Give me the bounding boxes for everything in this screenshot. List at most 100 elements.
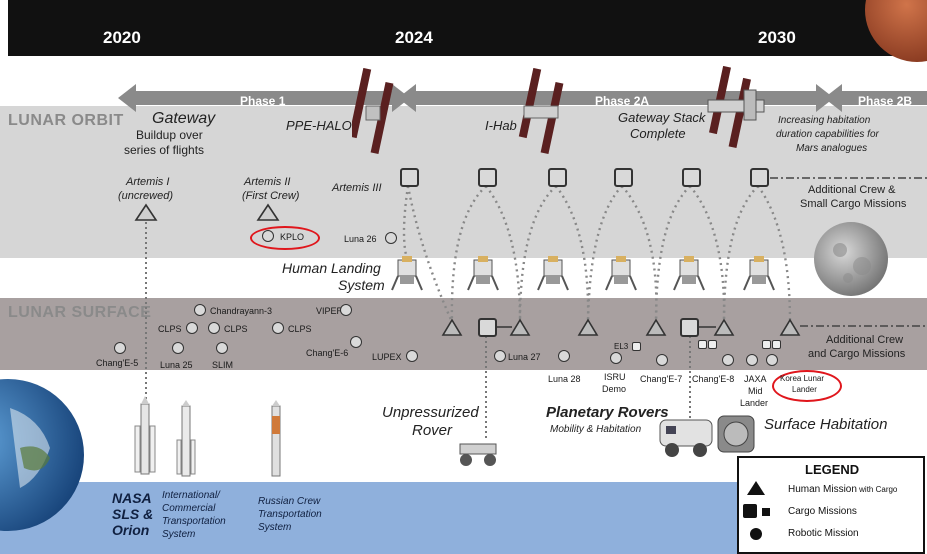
cargo-square-orbit [400,168,419,187]
legend-triangle-icon [747,481,765,495]
planetary-rovers-label: Planetary Rovers [546,404,669,421]
ihab-label: I-Hab [485,118,517,133]
artemis-2-label: Artemis II [244,176,291,188]
change6-label: Chang'E-6 [306,348,349,358]
unpressurized-rover-icon [459,443,497,466]
phase-2b-label: Phase 2B [858,94,913,108]
lupex-marker [406,350,418,362]
gateway-title: Gateway [152,110,216,127]
lunar-surface-label: LUNAR SURFACE [8,304,152,321]
cargo-square-orbit [750,168,769,187]
intl-label3: Transportation [162,516,226,527]
russian-rocket-icon [271,400,281,477]
pressurized-rover-icon [659,419,713,457]
lander-icon [743,256,775,291]
viper-label: VIPER [316,306,344,316]
hls-label2: System [338,277,385,293]
gateway-sub1: Buildup over [136,128,203,142]
jaxa-marker [722,354,734,366]
cargo-square-orbit [548,168,567,187]
nasa-label3: Orion [112,522,150,538]
clps-label-2: CLPS [224,324,248,334]
luna25-marker [172,342,184,354]
cargo-square-orbit [682,168,701,187]
russian-label1: Russian Crew [258,496,321,507]
change5-marker [114,342,126,354]
kplo-marker [262,230,274,242]
lander-icon [467,256,499,291]
isru-label1: ISRU [604,372,626,382]
change7-label: Chang'E-7 [640,374,683,384]
luna28-marker [558,350,570,362]
artemis-3-label: Artemis III [332,182,382,194]
unpressurized-label2: Rover [412,422,453,439]
habitation-note3: Mars analogues [796,143,868,154]
legend-human-label: Human Mission with Cargo [788,484,897,495]
gateway-complete-icon [707,66,765,149]
gateway-sub2: series of flights [124,143,205,157]
korea-marker-circle [766,354,778,366]
gateway-ppe-icon [352,68,394,155]
korea-label1: Korea Lunar [780,374,825,383]
mars-icon [865,0,927,62]
intl-label4: System [162,529,196,540]
clps-marker-1 [186,322,198,334]
korea-marker [762,340,771,349]
change5-label: Chang'E-5 [96,358,139,368]
legend-human-suffix: with Cargo [856,485,898,494]
add-cargo-label1: Additional Crew [826,334,904,346]
surface-habitation-label: Surface Habitation [764,416,888,433]
commercial-rocket-icon [176,400,196,477]
cargo-square-surface [680,318,699,337]
chandrayaan-label: Chandrayann-3 [210,306,273,316]
intl-label1: International/ [162,490,220,501]
lander-icon [673,256,705,291]
chandrayaan-marker [194,304,206,316]
jaxa-label2: Mid [748,386,763,396]
legend-cargo-label: Cargo Missions [788,506,857,517]
legend-circle-icon [750,528,762,540]
artemis-1-sub: (uncrewed) [118,190,174,202]
gateway-ihab-icon [518,68,564,155]
luna27-label: Luna 27 [508,352,541,362]
habitation-note1: Increasing habitation [778,115,871,126]
habitation-note2: duration capabilities for [776,129,879,140]
year-2020: 2020 [103,28,141,47]
korea-highlight [772,370,842,402]
nasa-label2: SLS & [112,506,154,522]
change8-label: Chang'E-8 [692,374,735,384]
surface-habitat-icon [717,415,755,453]
change6-marker [350,336,362,348]
cargo-square-orbit [478,168,497,187]
cargo-square-surface [478,318,497,337]
jaxa-label3: Lander [740,398,769,408]
clps-label-1: CLPS [158,324,182,334]
earth-icon [0,379,84,531]
korea-label2: Lander [792,385,817,394]
luna26-label: Luna 26 [344,234,377,244]
korea-marker-circle [746,354,758,366]
year-2030: 2030 [758,28,796,47]
timeline-bar [8,0,927,56]
kplo-highlight [250,226,320,250]
clps-marker-2 [208,322,220,334]
russian-label3: System [258,522,292,533]
legend-human-text: Human Mission [788,484,857,495]
sls-rocket-icon [134,396,156,475]
change8-marker [698,340,707,349]
kplo-label: KPLO [280,232,305,242]
lander-icon [537,256,569,291]
slim-label: SLIM [212,360,234,370]
el3-label: EL3 [614,342,629,351]
gateway-stack-label1: Gateway Stack [618,110,706,125]
phase-1-label: Phase 1 [240,94,286,108]
luna28-label: Luna 28 [548,374,581,384]
artemis-2-sub: (First Crew) [242,190,300,202]
intl-label2: Commercial [162,503,216,514]
add-crew-label2: Small Cargo Missions [800,198,907,210]
launch-vehicle-band [0,482,760,554]
moon-icon [814,222,888,296]
lupex-label: LUPEX [372,352,402,362]
slim-marker [216,342,228,354]
ppe-halo-label: PPE-HALO [286,118,352,133]
